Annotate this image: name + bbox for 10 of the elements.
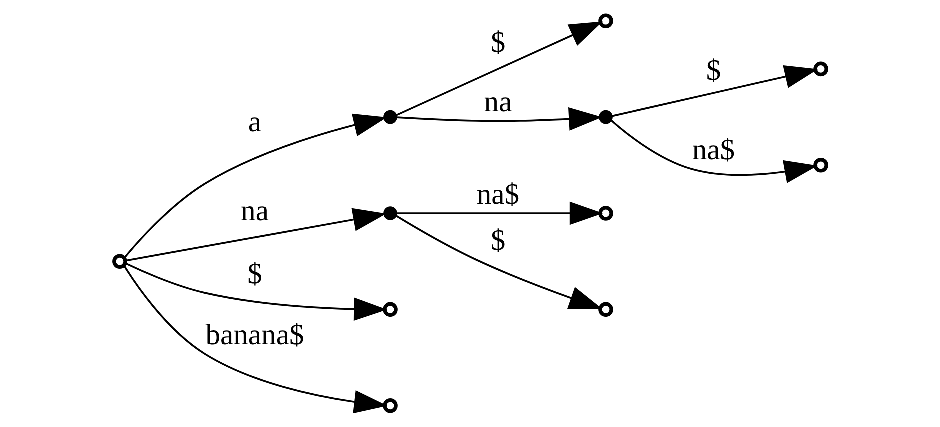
edge-label: a bbox=[248, 106, 262, 139]
edge-label: na bbox=[240, 196, 268, 228]
edge-label: $ bbox=[247, 258, 262, 290]
edge-label: na$ bbox=[692, 134, 735, 166]
edge-label: na bbox=[484, 86, 512, 118]
edge-label: banana$ bbox=[205, 319, 304, 352]
edge-label: $ bbox=[490, 225, 506, 258]
edge-label: na$ bbox=[476, 178, 520, 211]
edge-label: $ bbox=[490, 27, 506, 60]
edge-label: $ bbox=[706, 54, 721, 87]
